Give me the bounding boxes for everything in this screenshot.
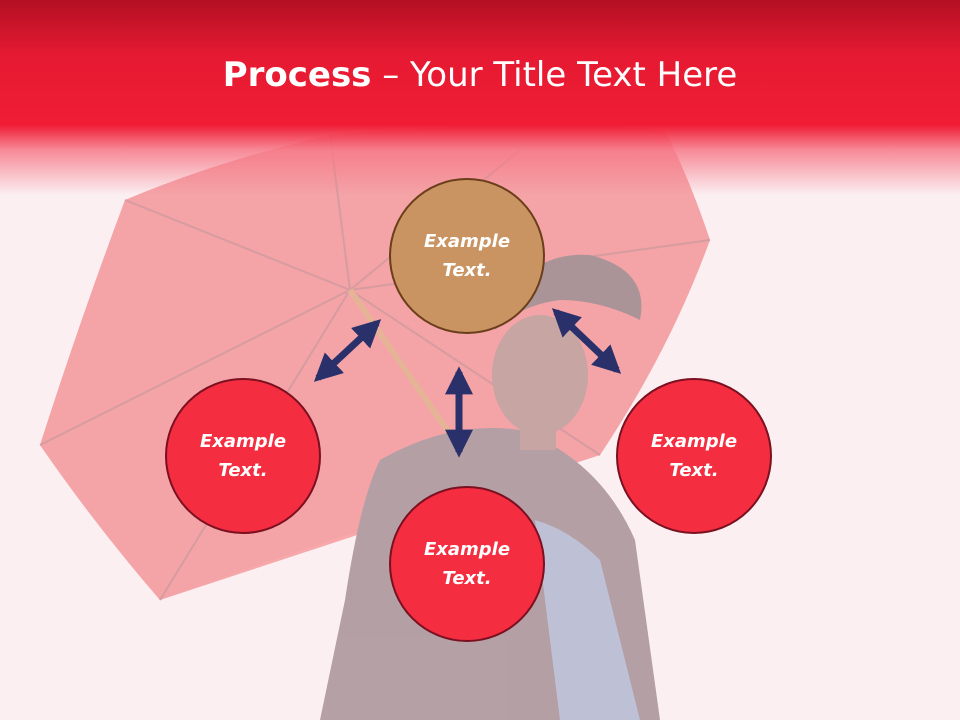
node-top: Example Text. [389, 178, 545, 334]
title-rest: – Your Title Text Here [371, 55, 738, 95]
node-bottom-line1: Example [423, 539, 511, 560]
node-bottom-line2: Text. [442, 568, 492, 589]
node-left-line2: Text. [218, 460, 268, 481]
arrow-top-right [551, 308, 622, 374]
node-left: Example Text. [165, 378, 321, 534]
node-top-line2: Text. [442, 260, 492, 281]
title-bold: Process [222, 55, 372, 95]
node-top-line1: Example [423, 231, 511, 252]
node-bottom: Example Text. [389, 486, 545, 642]
arrow-top-left [313, 319, 382, 382]
node-right-line1: Example [650, 431, 738, 452]
node-right-line2: Text. [669, 460, 719, 481]
header-band [0, 0, 960, 195]
node-left-line1: Example [199, 431, 287, 452]
node-right: Example Text. [616, 378, 772, 534]
slide-title: Process – Your Title Text Here [0, 50, 960, 100]
